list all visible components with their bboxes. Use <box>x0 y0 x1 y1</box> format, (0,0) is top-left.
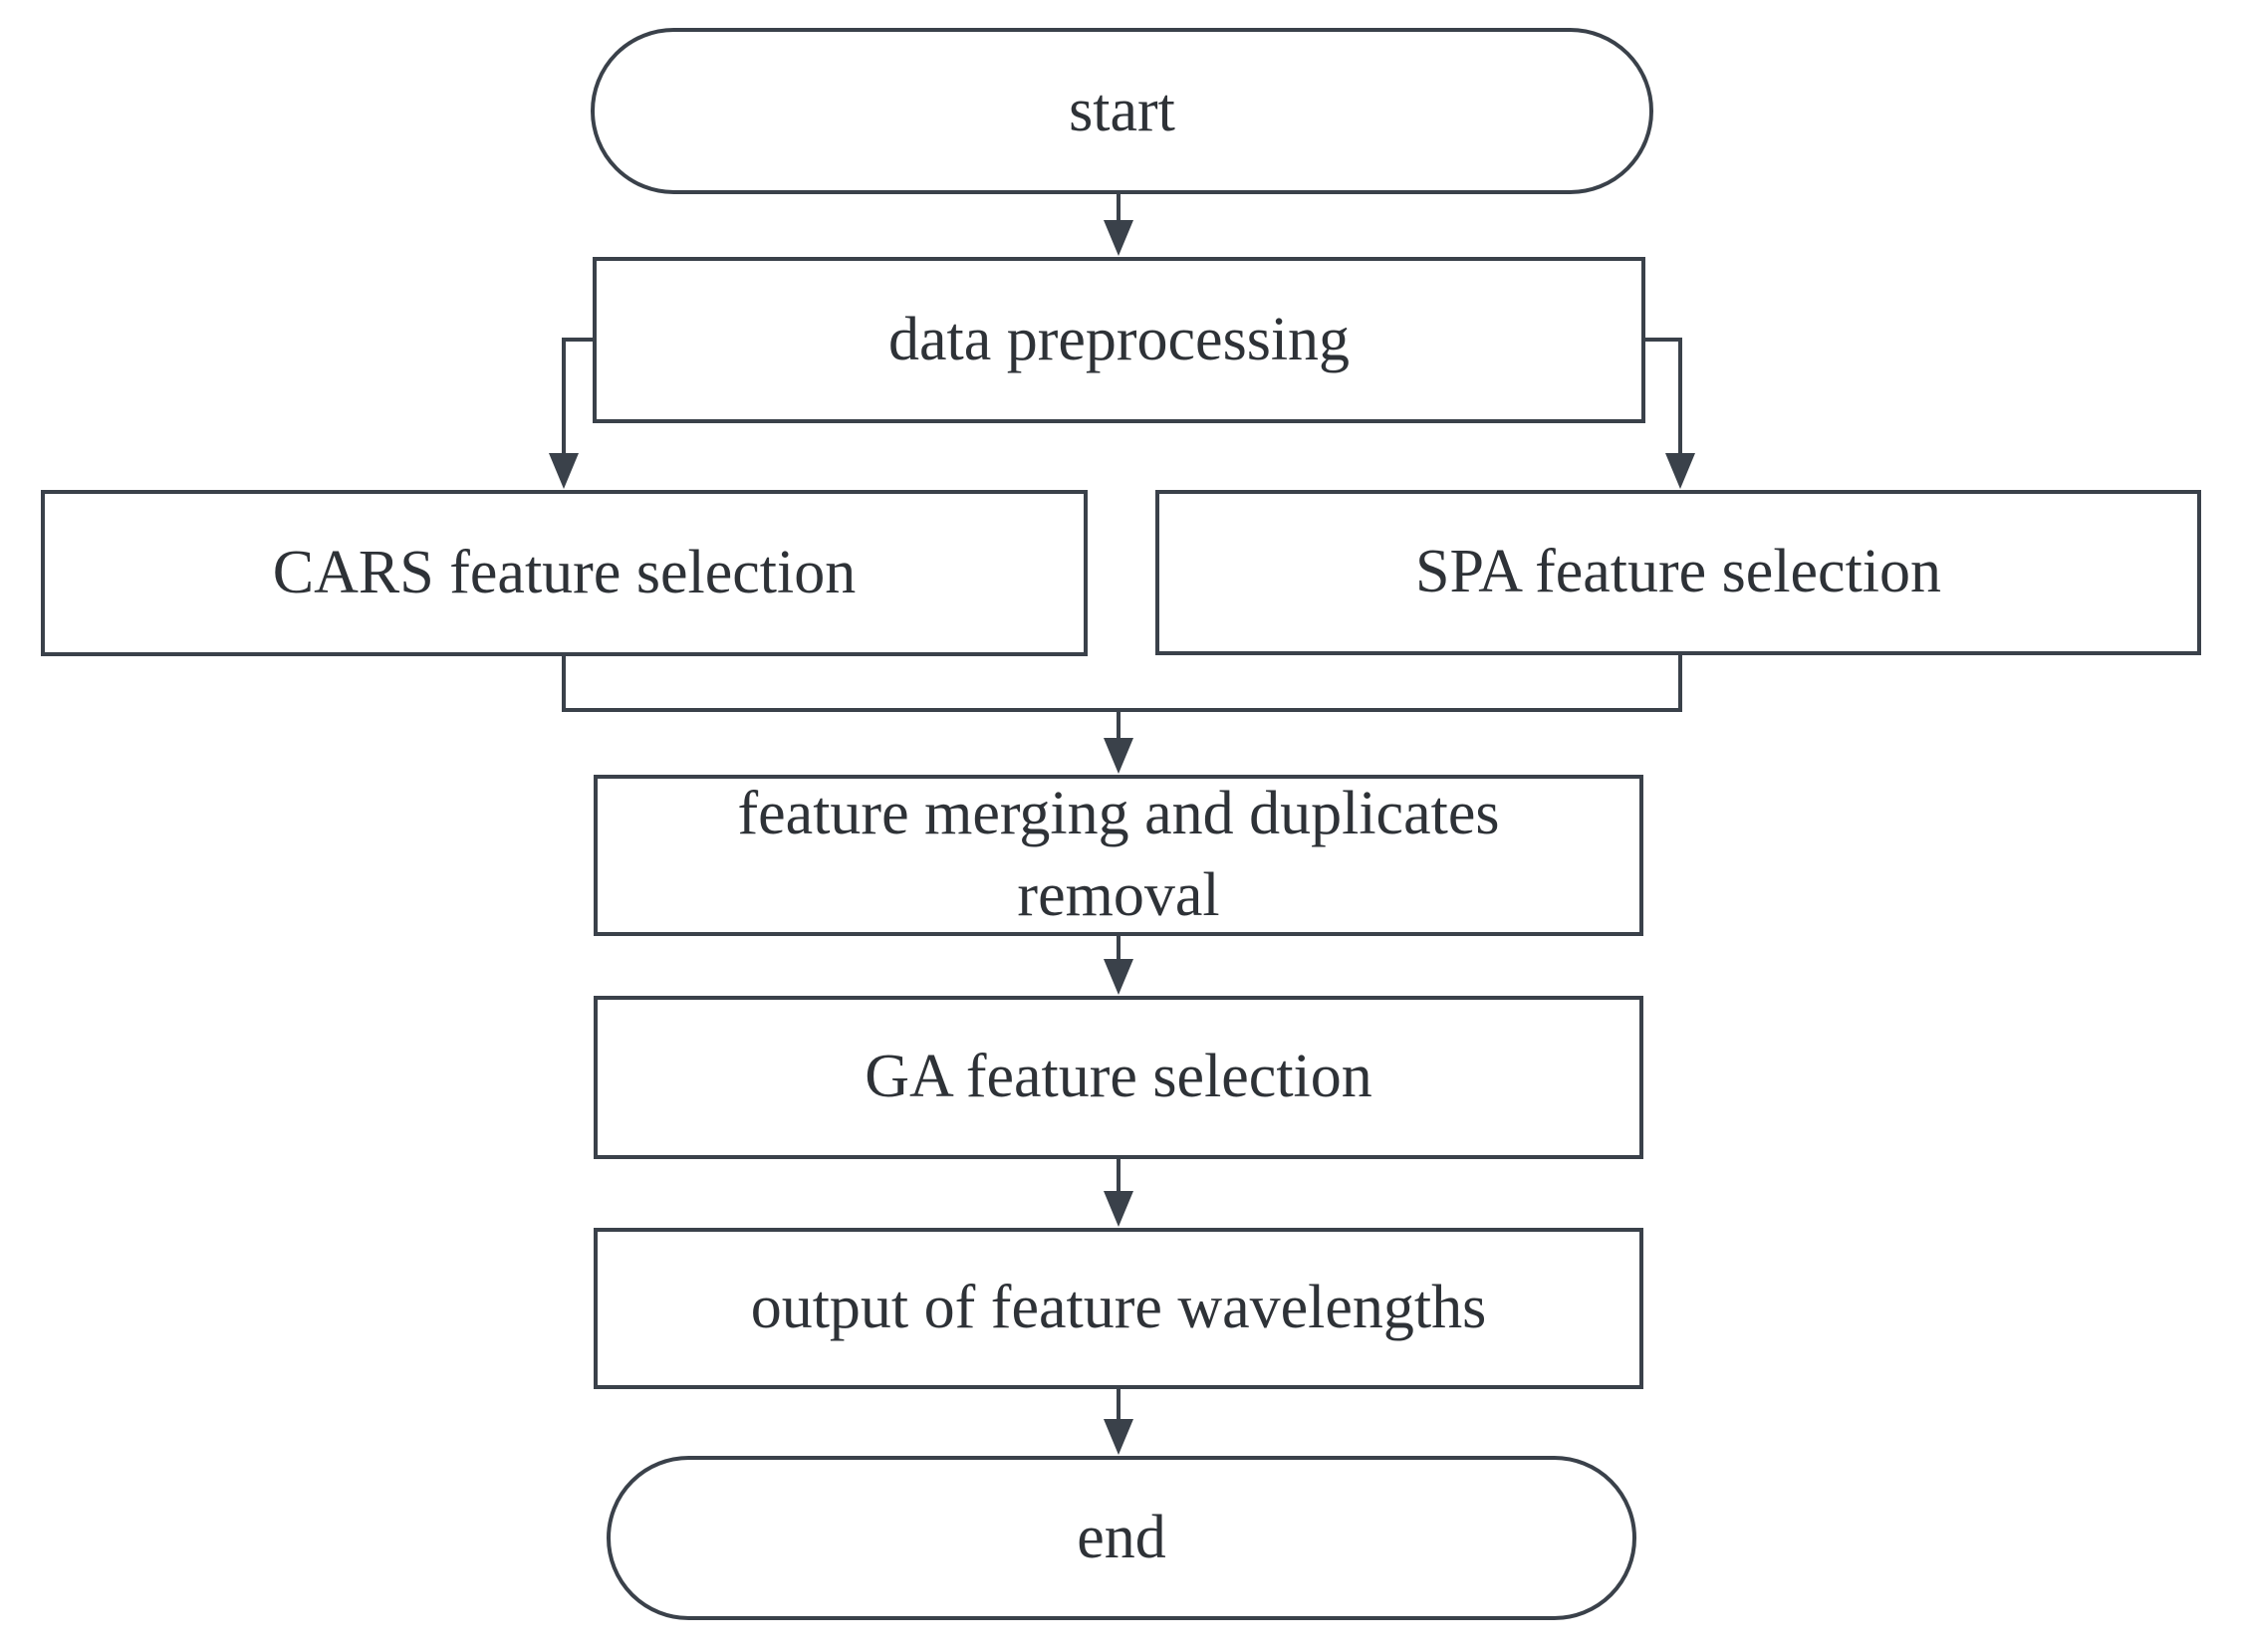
ga-feature-selection-node: GA feature selection <box>594 996 1643 1159</box>
arrow-output-to-end <box>1104 1389 1133 1455</box>
data-preprocessing-node: data preprocessing <box>593 257 1645 423</box>
spa-feature-selection-node: SPA feature selection <box>1155 490 2201 655</box>
ga-feature-selection-label: GA feature selection <box>865 1043 1372 1111</box>
arrow-merge-to-ga <box>1104 936 1133 995</box>
feature-merging-label: feature merging and duplicates removal <box>737 780 1500 929</box>
connector-merge-bar <box>562 655 1682 774</box>
arrow-start-to-preprocessing <box>1104 194 1133 256</box>
connector-preprocessing-to-cars <box>549 338 593 489</box>
start-node: start <box>591 28 1653 194</box>
connector-preprocessing-to-spa <box>1645 338 1695 489</box>
arrow-ga-to-output <box>1104 1159 1133 1227</box>
data-preprocessing-label: data preprocessing <box>887 305 1351 373</box>
start-label: start <box>1069 76 1175 144</box>
end-label: end <box>1077 1503 1166 1571</box>
cars-feature-selection-label: CARS feature selection <box>272 538 857 606</box>
spa-feature-selection-label: SPA feature selection <box>1414 538 1942 606</box>
feature-merging-node: feature merging and duplicates removal <box>594 775 1643 936</box>
output-wavelengths-label: output of feature wavelengths <box>750 1274 1487 1342</box>
cars-feature-selection-node: CARS feature selection <box>41 490 1088 656</box>
output-wavelengths-node: output of feature wavelengths <box>594 1228 1643 1389</box>
end-node: end <box>607 1456 1636 1620</box>
